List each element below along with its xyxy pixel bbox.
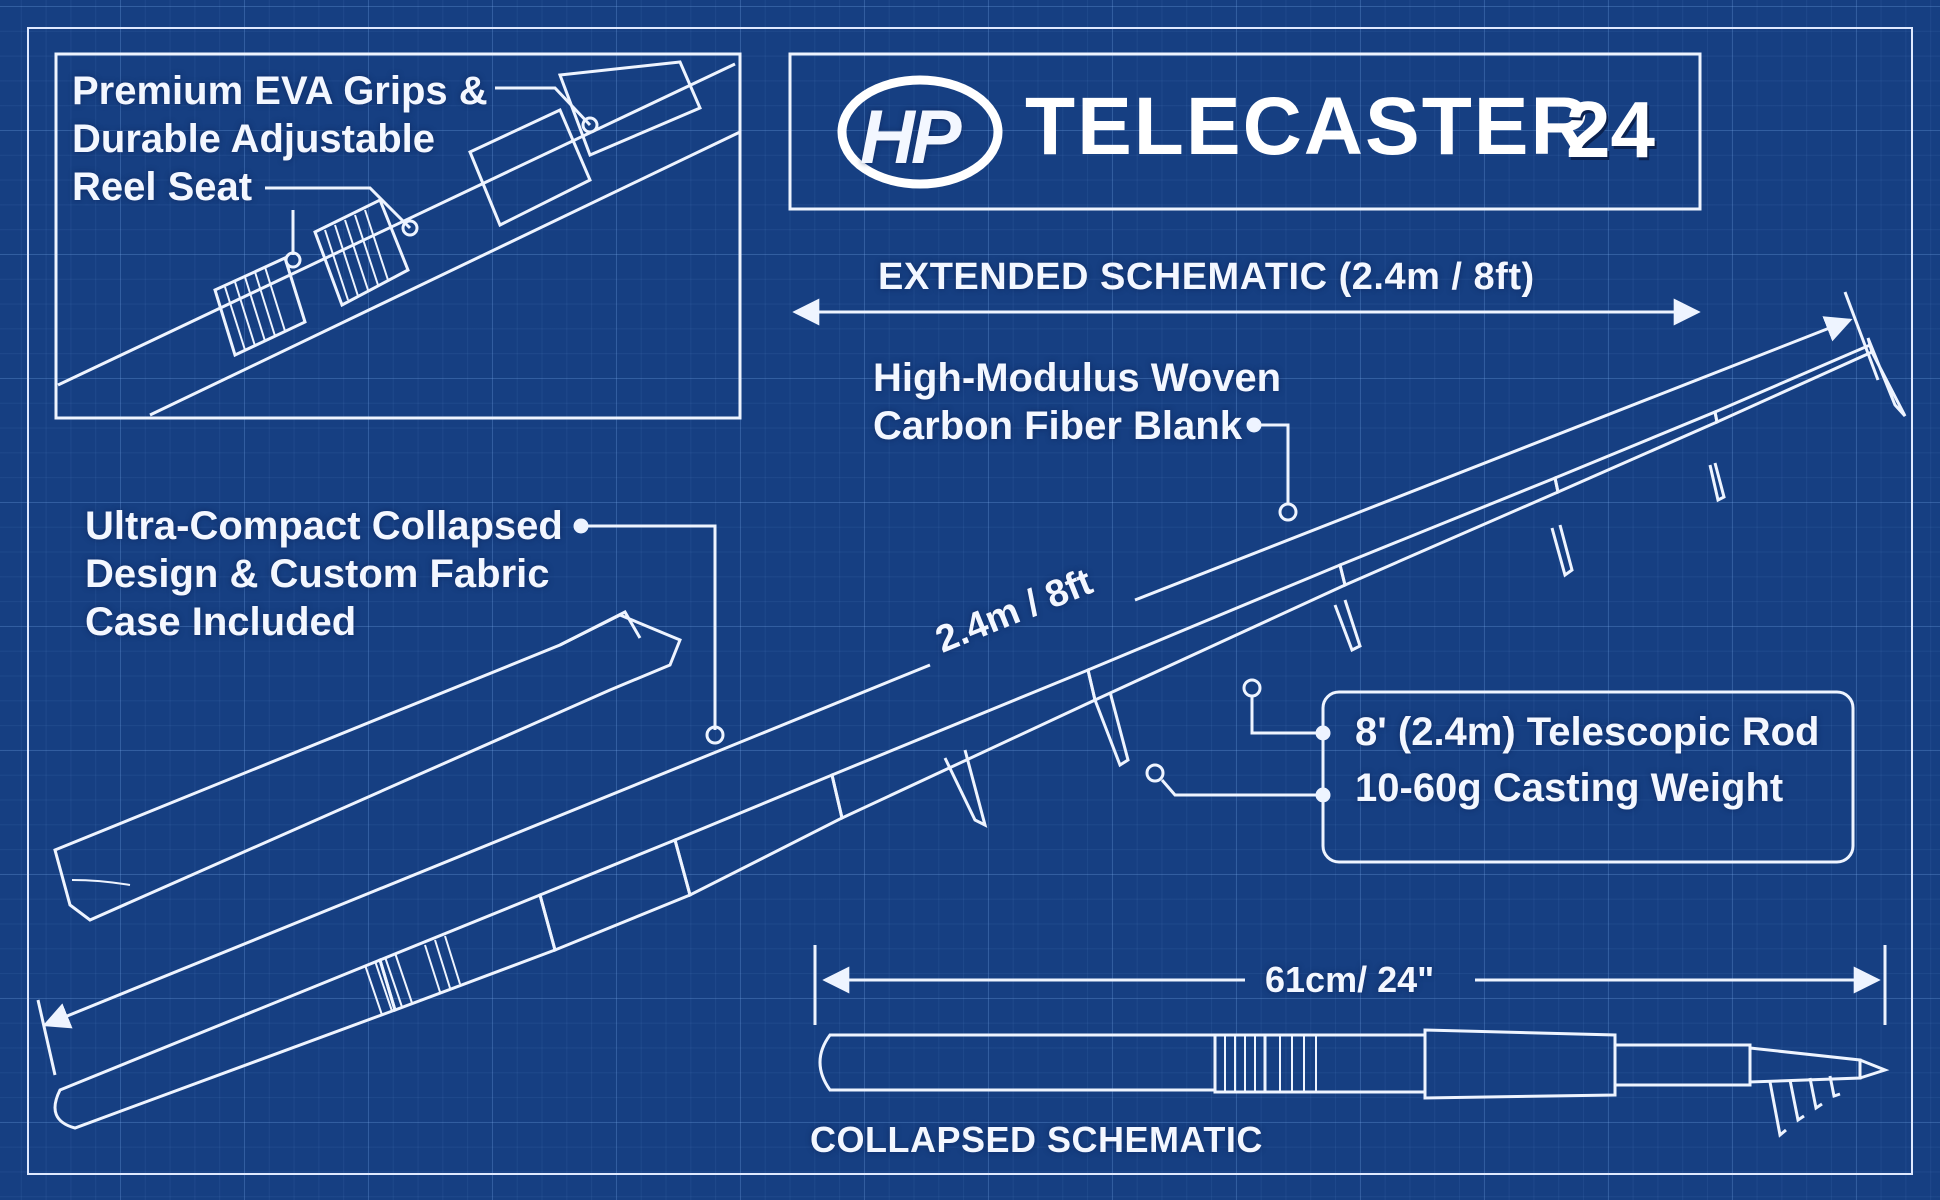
extended-rod — [53, 337, 1907, 1130]
case-callout: Ultra-Compact Collapsed Design & Custom … — [85, 502, 563, 646]
blank-line-2: Carbon Fiber Blank — [873, 404, 1242, 448]
case-line-3: Case Included — [85, 600, 357, 644]
fabric-case — [53, 610, 682, 922]
spec-box — [1321, 690, 1855, 864]
case-line-2: Design & Custom Fabric — [85, 552, 550, 596]
grips-callout: Premium EVA Grips & Durable Adjustable R… — [72, 67, 488, 211]
hp-logo-icon — [837, 75, 1003, 189]
product-model-number: 24 — [1566, 85, 1655, 174]
spec-casting-weight: 10-60g Casting Weight — [1355, 766, 1784, 810]
rod-length-dimension — [36, 291, 1880, 1076]
collapsed-rod — [818, 1028, 1890, 1138]
collapsed-schematic-label: COLLAPSED SCHEMATIC — [810, 1119, 1263, 1160]
spec-leaders — [1145, 678, 1331, 803]
blank-callout-leader — [1246, 417, 1298, 522]
spec-rod-length: 8' (2.4m) Telescopic Rod — [1355, 710, 1820, 754]
collapsed-length-label: 61cm/ 24" — [1265, 959, 1435, 1000]
product-title: TELECASTER — [1025, 81, 1592, 172]
hp-logo-text: HP — [860, 95, 962, 180]
reel-seat-detail-inset — [54, 52, 742, 420]
spec-callout: 8' (2.4m) Telescopic Rod 10-60g Casting … — [1355, 708, 1819, 812]
grips-line-1: Premium EVA Grips & — [72, 69, 488, 113]
case-line-1: Ultra-Compact Collapsed — [85, 504, 563, 548]
grips-line-3: Reel Seat — [72, 165, 253, 209]
blank-callout: High-Modulus Woven Carbon Fiber Blank — [873, 354, 1281, 450]
extended-schematic-label: EXTENDED SCHEMATIC (2.4m / 8ft) — [878, 256, 1535, 298]
collapsed-dimension — [813, 945, 1887, 1025]
page-border — [27, 27, 1913, 1175]
case-callout-leader — [573, 518, 725, 745]
title-box — [788, 52, 1702, 211]
blank-line-1: High-Modulus Woven — [873, 356, 1282, 400]
grips-line-2: Durable Adjustable — [72, 117, 436, 161]
